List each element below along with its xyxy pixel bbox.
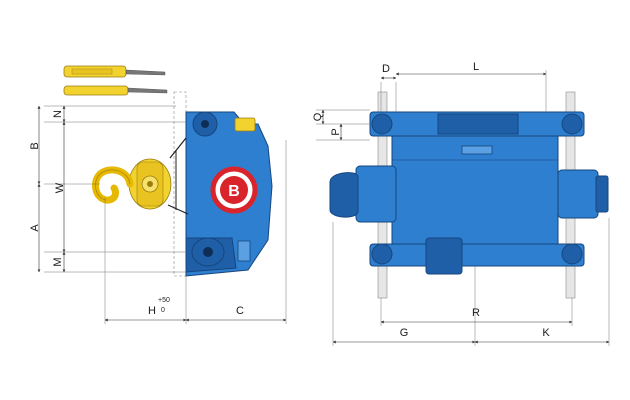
trolley-gear-motor [425, 237, 463, 275]
dim-label-r: R [472, 307, 480, 319]
logo-letter: B [228, 183, 240, 200]
dim-label-p: P [330, 128, 342, 135]
pendant-control [63, 65, 168, 96]
dim-label-k: K [542, 327, 550, 339]
rail-beam-outline [173, 91, 187, 277]
brand-logo: B [210, 166, 258, 214]
side-view: B N [29, 65, 287, 324]
dim-label-d: D [382, 63, 390, 75]
travel-motor-right [557, 169, 599, 219]
dim-label-n: N [52, 110, 64, 118]
dim-label-q: Q [312, 112, 324, 121]
dim-label-l: L [473, 61, 479, 73]
hoist-motor-left [355, 165, 397, 223]
top-cover [234, 117, 256, 132]
dim-label-c: C [236, 305, 244, 317]
dim-label-a: A [29, 224, 41, 232]
dim-label-m: M [52, 257, 64, 266]
trolley-bottom-bar [369, 243, 585, 267]
dim-label-h-tol-upper: +50 [158, 297, 170, 304]
dim-label-w: W [54, 182, 66, 193]
hook-block [91, 158, 172, 210]
dim-label-b: B [29, 142, 41, 149]
dim-label-g: G [400, 327, 409, 339]
front-view: D L Q P R G K [312, 61, 610, 346]
dim-label-h-tol-lower: 0 [161, 307, 165, 314]
dim-label-h: H [148, 305, 156, 317]
